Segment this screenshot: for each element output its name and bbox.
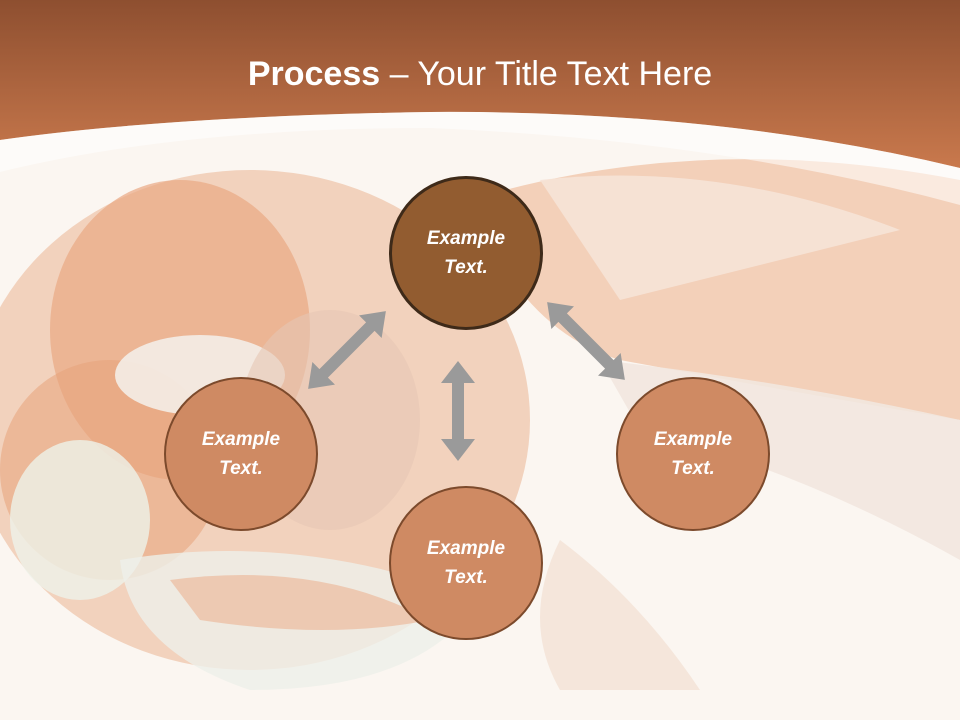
- process-node-bottom: Example Text.: [389, 486, 543, 640]
- node-label: Example Text.: [201, 429, 281, 479]
- process-node-right: Example Text.: [616, 377, 770, 531]
- node-label: Example Text.: [426, 228, 506, 278]
- node-label: Example Text.: [653, 429, 733, 479]
- title-rest-part: – Your Title Text Here: [380, 55, 713, 93]
- process-node-top: Example Text.: [389, 176, 543, 330]
- process-node-left: Example Text.: [164, 377, 318, 531]
- title-bold-part: Process: [247, 55, 381, 93]
- node-label: Example Text.: [426, 538, 506, 588]
- slide-title: Process – Your Title Text Here: [0, 52, 960, 96]
